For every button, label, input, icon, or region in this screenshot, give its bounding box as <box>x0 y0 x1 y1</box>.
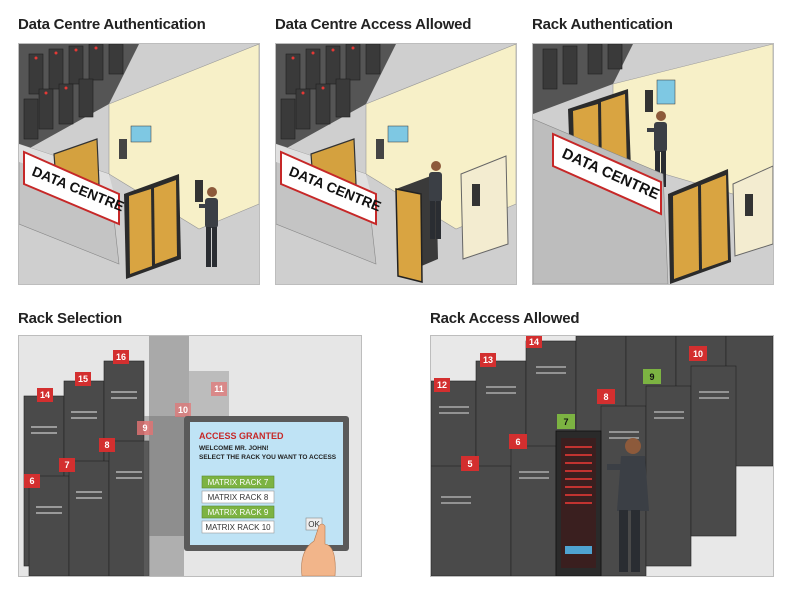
rack-tag <box>643 369 661 384</box>
rack-tag-label: 12 <box>437 380 447 390</box>
rack-tag <box>37 388 53 402</box>
rack-tag-label: 11 <box>214 384 224 394</box>
notice-board-icon <box>656 79 676 105</box>
rack-tag-label: 16 <box>116 352 126 362</box>
rack-tag <box>175 403 191 417</box>
rack-option-label: MATRIX RACK 9 <box>208 508 269 517</box>
panel-rack-access-allowed: 12 13 14 10 9 8 7 6 5 <box>430 335 774 577</box>
rack-tag-label: 5 <box>467 459 472 469</box>
panel-dc-authentication: DATA CENTRE <box>18 43 260 285</box>
biometric-reader-icon <box>195 180 203 202</box>
rack-tag <box>211 382 227 396</box>
rack-tag-label: 14 <box>529 337 539 347</box>
rack-tag <box>461 456 479 471</box>
rack-option-button[interactable] <box>201 490 275 504</box>
panel-title-dc-access-allowed: Data Centre Access Allowed <box>275 16 472 33</box>
rack-tag-label: 8 <box>603 392 608 402</box>
panel-rack-authentication: DATA CENTRE <box>532 43 774 285</box>
rack-tag-label: 7 <box>563 417 568 427</box>
rack-tag <box>480 353 496 367</box>
server-racks-background <box>276 44 396 154</box>
rack-tag <box>689 346 707 361</box>
rack-tag-label: 9 <box>649 372 654 382</box>
screen-heading: ACCESS GRANTED <box>199 431 284 441</box>
panel-title-rack-selection: Rack Selection <box>18 310 122 327</box>
main-door <box>668 169 731 284</box>
rack-tag <box>24 474 40 488</box>
server-racks-background <box>533 44 633 114</box>
rack-option-button[interactable] <box>201 475 275 489</box>
rack-tag <box>75 372 91 386</box>
rack-tag <box>557 414 575 429</box>
biometric-reader-icon <box>472 184 480 206</box>
rack-option-label: MATRIX RACK 10 <box>205 523 271 532</box>
rack-tag <box>99 438 115 452</box>
main-door <box>124 174 181 279</box>
access-touchscreen: ACCESS GRANTED WELCOME MR. JOHN! SELECT … <box>184 416 349 551</box>
server-racks <box>431 336 773 576</box>
rack-tag <box>526 336 542 348</box>
panel-title-rack-authentication: Rack Authentication <box>532 16 673 33</box>
rack-number-tags: 12 13 14 10 9 8 7 6 5 <box>434 336 707 471</box>
card-reader-icon <box>745 194 753 216</box>
person-icon <box>647 111 667 187</box>
rack-number-tags: 14 15 16 11 10 9 8 7 6 <box>24 350 227 488</box>
rack-tag-label: 7 <box>64 460 69 470</box>
ok-button-label: OK <box>308 520 320 529</box>
hand-icon <box>301 523 336 576</box>
rack-tag-label: 9 <box>142 423 147 433</box>
person-icon <box>429 161 442 239</box>
rack-tag <box>434 378 450 392</box>
person-icon <box>199 187 218 267</box>
panel-rack-selection: 14 15 16 11 10 9 8 7 6 ACCESS GRANTED WE… <box>18 335 362 577</box>
biometric-reader-icon <box>645 90 653 112</box>
notice-board-icon <box>387 125 409 143</box>
rack-tag <box>597 389 615 404</box>
server-racks-background <box>19 44 139 154</box>
rack-tag <box>113 350 129 364</box>
card-reader-icon <box>376 139 384 159</box>
panel-title-dc-authentication: Data Centre Authentication <box>18 16 206 33</box>
rack-option-button[interactable] <box>201 505 275 519</box>
rack-option-button[interactable] <box>201 520 275 534</box>
panel-dc-access-allowed: DATA CENTRE <box>275 43 517 285</box>
rack-tag-label: 8 <box>104 440 109 450</box>
rack-tag <box>137 421 153 435</box>
rack-tag <box>509 434 527 449</box>
rack-tag <box>59 458 75 472</box>
rack-tag-label: 15 <box>78 374 88 384</box>
open-door <box>395 174 438 283</box>
rack-tag-label: 10 <box>693 349 703 359</box>
rack-tag-label: 13 <box>483 355 493 365</box>
card-reader-icon <box>119 139 127 159</box>
screen-instruction: SELECT THE RACK YOU WANT TO ACCESS <box>199 454 337 461</box>
rack-tag-label: 10 <box>178 405 188 415</box>
panel-title-rack-access-allowed: Rack Access Allowed <box>430 310 580 327</box>
rack-option-label: MATRIX RACK 8 <box>208 493 269 502</box>
notice-board-icon <box>130 125 152 143</box>
screen-welcome: WELCOME MR. JOHN! <box>199 445 269 452</box>
rack-tag-label: 6 <box>29 476 34 486</box>
rack-tag-label: 14 <box>40 390 50 400</box>
rack-tag-label: 6 <box>515 437 520 447</box>
rack-option-label: MATRIX RACK 7 <box>208 478 269 487</box>
open-rack <box>555 430 602 576</box>
person-icon <box>607 438 649 572</box>
